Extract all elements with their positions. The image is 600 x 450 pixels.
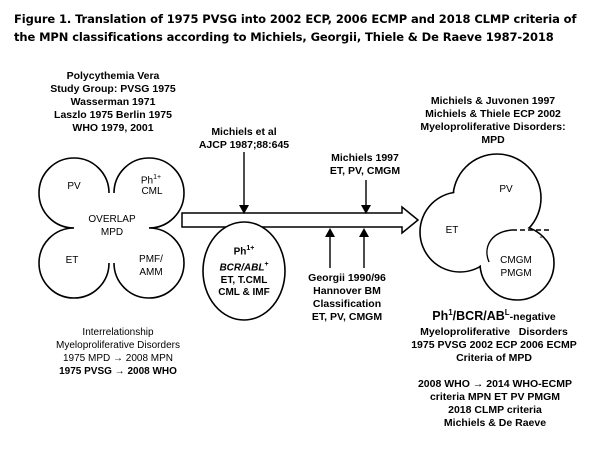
michiels-1987-label: Michiels et al AJCP 1987;88:645 <box>184 126 304 152</box>
georgii-line-3: Classification <box>312 298 382 310</box>
ph-negative-line-3: 1975 PVSG 2002 ECP 2006 ECMP <box>411 339 577 352</box>
overlap-center-1: OVERLAP <box>88 214 136 225</box>
right-footer-line-2: criteria MPN ET PV PMGM <box>429 391 561 403</box>
title-line-1: Figure 1. Translation of 1975 PVSG into … <box>14 12 577 26</box>
ph-negative-ph-sup: 1 <box>448 308 453 317</box>
overlap-label-et: ET <box>65 255 79 266</box>
left-footer-line-1: Interrelationship <box>82 327 154 338</box>
ph-positive-ph-sup: 1+ <box>246 245 255 252</box>
overlap-center-2: MPD <box>100 227 124 238</box>
ph-positive-line-2: BCR/ABL+ <box>204 259 284 275</box>
arrow-michiels-1987 <box>239 152 249 214</box>
ph-negative-line-4: Criteria of MPD <box>456 352 532 365</box>
ph-positive-ellipse <box>202 221 286 321</box>
ph-positive-line-4: CML & IMF <box>218 287 270 299</box>
overlap-label-pmf-2: AMM <box>139 267 163 278</box>
left-header-line-1: Polycythemia Vera <box>66 70 160 82</box>
michiels-1997-label: Michiels 1997 ET, PV, CMGM <box>310 152 420 178</box>
michiels-1997-line-2: ET, PV, CMGM <box>329 165 401 177</box>
overlap-ph-base: Ph <box>140 175 154 187</box>
overlap-label-pv: PV <box>67 181 81 192</box>
arrow-michiels-1997 <box>361 180 371 214</box>
ph-negative-block: Ph1/BCR/ABL-negative Myeloproliferative … <box>392 304 596 365</box>
title-line-2: the MPN classifications according to Mic… <box>14 30 554 44</box>
right-label-minus: - <box>539 232 543 243</box>
ph-positive-line-3: ET, T.CML <box>220 274 268 286</box>
georgii-line-4: ET, PV, CMGM <box>311 311 383 323</box>
ph-negative-line-1: Ph1/BCR/ABL-negative <box>392 304 596 326</box>
right-footer-line-1: 2008 WHO → 2014 WHO-ECMP <box>417 378 573 390</box>
michiels-1987-line-2: AJCP 1987;88:645 <box>198 139 290 151</box>
left-header-line-2: Study Group: PVSG 1975 <box>50 83 176 95</box>
left-header: Polycythemia Vera Study Group: PVSG 1975… <box>28 70 198 135</box>
right-label-pmgm: PMGM <box>500 268 532 279</box>
overlap-ph-sup: 1+ <box>153 174 162 181</box>
ph-positive-text: Ph1+ BCR/ABL+ ET, T.CML CML & IMF <box>204 243 284 300</box>
michiels-1987-line-1: Michiels et al <box>211 126 277 138</box>
ph-negative-ph-base: Ph <box>432 309 449 324</box>
partition-arc <box>486 229 513 263</box>
left-header-line-3: Wasserman 1971 <box>70 96 156 108</box>
georgii-line-2: Hannover BM <box>313 285 381 297</box>
right-label-pv: PV <box>499 184 513 195</box>
left-header-line-4: Laszlo 1975 Berlin 1975 <box>54 109 172 121</box>
ph-positive-ph-base: Ph <box>233 246 247 258</box>
ph-positive-bcr-sup: + <box>264 260 269 268</box>
right-label-et: ET <box>445 225 459 236</box>
left-header-line-5: WHO 1979, 2001 <box>72 122 154 134</box>
ph-negative-bcr-base: /BCR/AB <box>452 309 505 324</box>
overlap-label-cml: CML <box>141 186 163 197</box>
right-footer-line-4: Michiels & De Raeve <box>443 417 547 429</box>
michiels-1997-line-1: Michiels 1997 <box>331 152 399 164</box>
georgii-line-1: Georgii 1990/96 <box>308 272 386 284</box>
left-footer-line-3: 1975 MPD → 2008 MPN <box>62 353 174 364</box>
overlap-label-ph: Ph1+ <box>136 172 166 187</box>
ph-negative-line-2: Myeloproliferative Disorders <box>420 326 568 339</box>
overlap-label-pmf-1: PMF/ <box>139 254 163 265</box>
left-footer-line-4: 1975 PVSG → 2008 WHO <box>59 366 177 377</box>
translation-arrow <box>181 205 420 235</box>
right-header-line-4: MPD <box>481 134 505 146</box>
ph-positive-line-1: Ph1+ <box>204 243 284 259</box>
right-footer-line-3: 2018 CLMP criteria <box>448 404 542 416</box>
right-label-cmgm: CMGM <box>500 255 532 266</box>
ph-positive-bcr-base: BCR/ABL <box>219 262 265 274</box>
georgii-label: Georgii 1990/96 Hannover BM Classificati… <box>294 272 400 324</box>
right-footer: 2008 WHO → 2014 WHO-ECMP criteria MPN ET… <box>402 378 588 430</box>
arrow-georgii-left <box>325 228 335 268</box>
right-header-line-3: Myeloproliferative Disorders: <box>420 121 566 133</box>
left-footer: Interrelationship Myeloproliferative Dis… <box>28 326 208 378</box>
ph-negative-bcr-sup: L <box>504 308 510 317</box>
figure-title: Figure 1. Translation of 1975 PVSG into … <box>14 10 594 46</box>
right-header-line-2: Michiels & Thiele ECP 2002 <box>425 108 561 120</box>
ph-negative-suffix: -negative <box>509 311 556 324</box>
right-header-line-1: Michiels & Juvonen 1997 <box>430 95 556 107</box>
right-header: Michiels & Juvonen 1997 Michiels & Thiel… <box>408 95 578 147</box>
left-footer-line-2: Myeloproliferative Disorders <box>56 340 180 351</box>
arrow-georgii-right <box>359 228 369 268</box>
